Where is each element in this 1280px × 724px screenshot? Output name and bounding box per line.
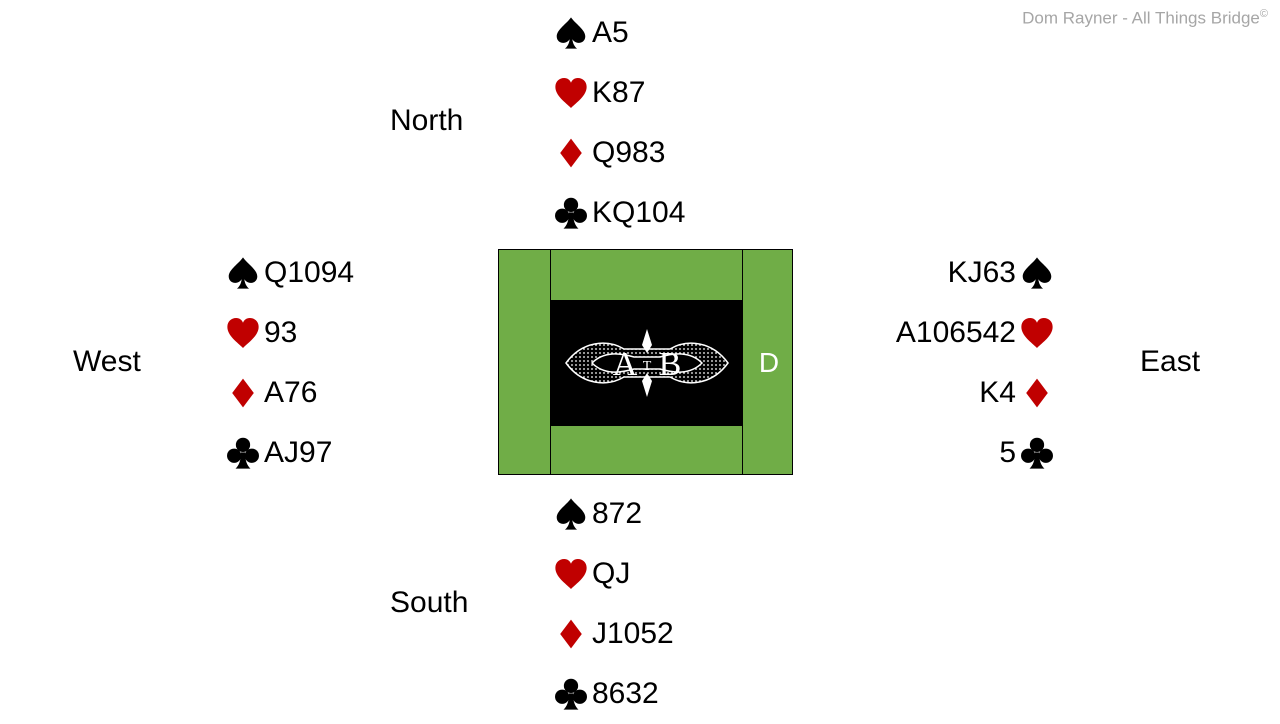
north-spades-row: A5 (550, 3, 685, 63)
heart-icon (1016, 316, 1058, 350)
diamond-icon (550, 136, 592, 170)
heart-icon (550, 76, 592, 110)
copyright-text: Dom Rayner - All Things Bridge (1022, 8, 1260, 28)
club-icon (1016, 436, 1058, 470)
west-hearts-row: 93 (222, 303, 354, 363)
north-hearts-row: K87 (550, 63, 685, 123)
east-diamonds: K4 (979, 376, 1016, 409)
east-hearts-row: A106542 (896, 303, 1058, 363)
west-spades: Q1094 (264, 256, 355, 289)
logo-letter-b: B (659, 346, 682, 383)
east-label: East (1140, 345, 1201, 378)
west-hearts: 93 (264, 316, 298, 349)
copyright-notice: Dom Rayner - All Things Bridge© (1022, 8, 1268, 29)
club-icon (550, 196, 592, 230)
west-spades-row: Q1094 (222, 243, 354, 303)
table-divider-left (550, 250, 551, 474)
north-clubs-row: KQ104 (550, 183, 685, 243)
east-hearts: A106542 (895, 316, 1016, 349)
north-diamonds-row: Q983 (550, 123, 685, 183)
spade-icon (222, 256, 264, 290)
west-hand: Q1094 93 A76 AJ97 (222, 243, 354, 483)
north-clubs: KQ104 (592, 196, 686, 229)
club-icon (222, 436, 264, 470)
east-diamonds-row: K4 (896, 363, 1058, 423)
west-diamonds-row: A76 (222, 363, 354, 423)
east-clubs: 5 (999, 436, 1016, 469)
south-label: South (390, 586, 469, 619)
south-hearts: QJ (592, 557, 631, 590)
south-hand: 872 QJ J1052 8632 (550, 484, 674, 724)
diamond-icon (550, 617, 592, 651)
diamond-icon (1016, 376, 1058, 410)
north-diamonds: Q983 (592, 136, 666, 169)
logo-letter-a: A (613, 346, 638, 383)
south-diamonds-row: J1052 (550, 604, 674, 664)
east-spades-row: KJ63 (896, 243, 1058, 303)
south-clubs: 8632 (592, 677, 659, 710)
table-center-panel: A T B (551, 300, 743, 426)
diamond-icon (222, 376, 264, 410)
spade-icon (550, 16, 592, 50)
south-diamonds: J1052 (592, 617, 674, 650)
copyright-symbol: © (1259, 8, 1268, 20)
north-label: North (390, 104, 464, 137)
north-hearts: K87 (592, 76, 646, 109)
north-hand: A5 K87 Q983 KQ104 (550, 3, 685, 243)
west-clubs-row: AJ97 (222, 423, 354, 483)
west-clubs: AJ97 (264, 436, 333, 469)
heart-icon (550, 557, 592, 591)
south-spades: 872 (592, 497, 643, 530)
atb-logo-icon: A T B (565, 329, 729, 397)
south-clubs-row: 8632 (550, 664, 674, 724)
bridge-table: A T B D (498, 249, 793, 475)
spade-icon (1016, 256, 1058, 290)
east-spades: KJ63 (947, 256, 1016, 289)
heart-icon (222, 316, 264, 350)
east-hand: KJ63 A106542 K4 5 (896, 243, 1058, 483)
spade-icon (550, 497, 592, 531)
south-hearts-row: QJ (550, 544, 674, 604)
north-spades: A5 (592, 16, 629, 49)
dealer-marker: D (758, 347, 780, 378)
east-clubs-row: 5 (896, 423, 1058, 483)
logo-letter-t: T (643, 359, 652, 374)
west-label: West (73, 345, 141, 378)
south-spades-row: 872 (550, 484, 674, 544)
west-diamonds: A76 (264, 376, 318, 409)
club-icon (550, 677, 592, 711)
